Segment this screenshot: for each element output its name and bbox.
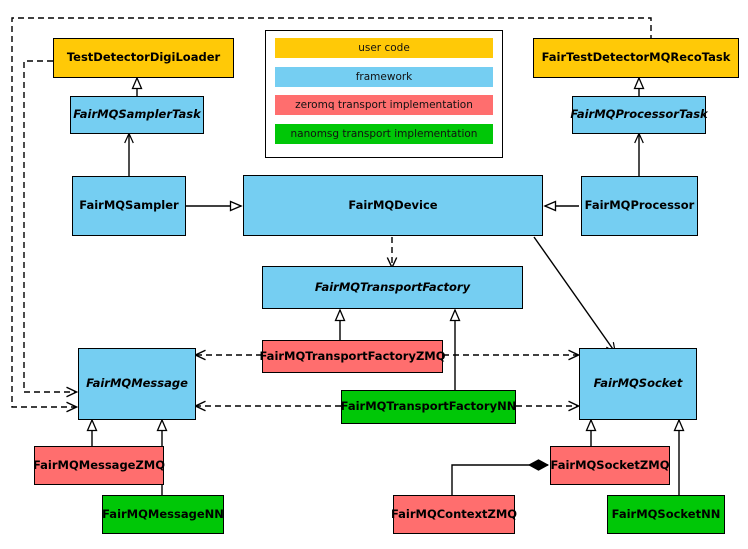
class-box-fair-mq-context-zmq[interactable]: FairMQContextZMQ: [391, 495, 517, 534]
class-box-fair-test-detector-mq-reco-task[interactable]: FairTestDetectorMQRecoTask: [533, 38, 739, 78]
class-box-fair-mq-sampler-task[interactable]: FairMQSamplerTask: [70, 96, 204, 134]
class-box-fair-mq-socket[interactable]: FairMQSocket: [579, 348, 697, 420]
legend-swatch-framework: framework: [275, 67, 493, 87]
class-box-fair-mq-transport-factory[interactable]: FairMQTransportFactory: [262, 266, 523, 309]
legend-swatch-nanomsg: nanomsg transport implementation: [275, 124, 493, 144]
legend-label-framework: framework: [355, 71, 413, 83]
legend-label-user-code: user code: [358, 42, 410, 54]
class-box-fair-mq-socket-zmq[interactable]: FairMQSocketZMQ: [550, 446, 670, 485]
class-box-fair-mq-message-zmq[interactable]: FairMQMessageZMQ: [33, 446, 165, 485]
class-box-fair-mq-processor-task[interactable]: FairMQProcessorTask: [570, 96, 708, 134]
legend-swatch-zeromq: zeromq transport implementation: [275, 95, 493, 115]
class-box-fair-mq-socket-nn[interactable]: FairMQSocketNN: [607, 495, 725, 534]
class-box-fair-mq-transport-factory-nn[interactable]: FairMQTransportFactoryNN: [341, 390, 516, 424]
legend-label-nanomsg: nanomsg transport implementation: [290, 128, 478, 140]
class-box-test-detector-digi-loader[interactable]: TestDetectorDigiLoader: [53, 38, 234, 78]
class-box-fair-mq-message-nn[interactable]: FairMQMessageNN: [102, 495, 224, 534]
class-box-fair-mq-message[interactable]: FairMQMessage: [78, 348, 196, 420]
legend-label-zeromq: zeromq transport implementation: [295, 99, 473, 111]
class-box-fair-mq-sampler[interactable]: FairMQSampler: [72, 176, 186, 236]
class-box-fair-mq-processor[interactable]: FairMQProcessor: [581, 176, 698, 236]
class-box-fair-mq-transport-factory-zmq[interactable]: FairMQTransportFactoryZMQ: [260, 340, 446, 373]
legend-swatch-user-code: user code: [275, 38, 493, 58]
class-box-fair-mq-device[interactable]: FairMQDevice: [243, 175, 543, 236]
